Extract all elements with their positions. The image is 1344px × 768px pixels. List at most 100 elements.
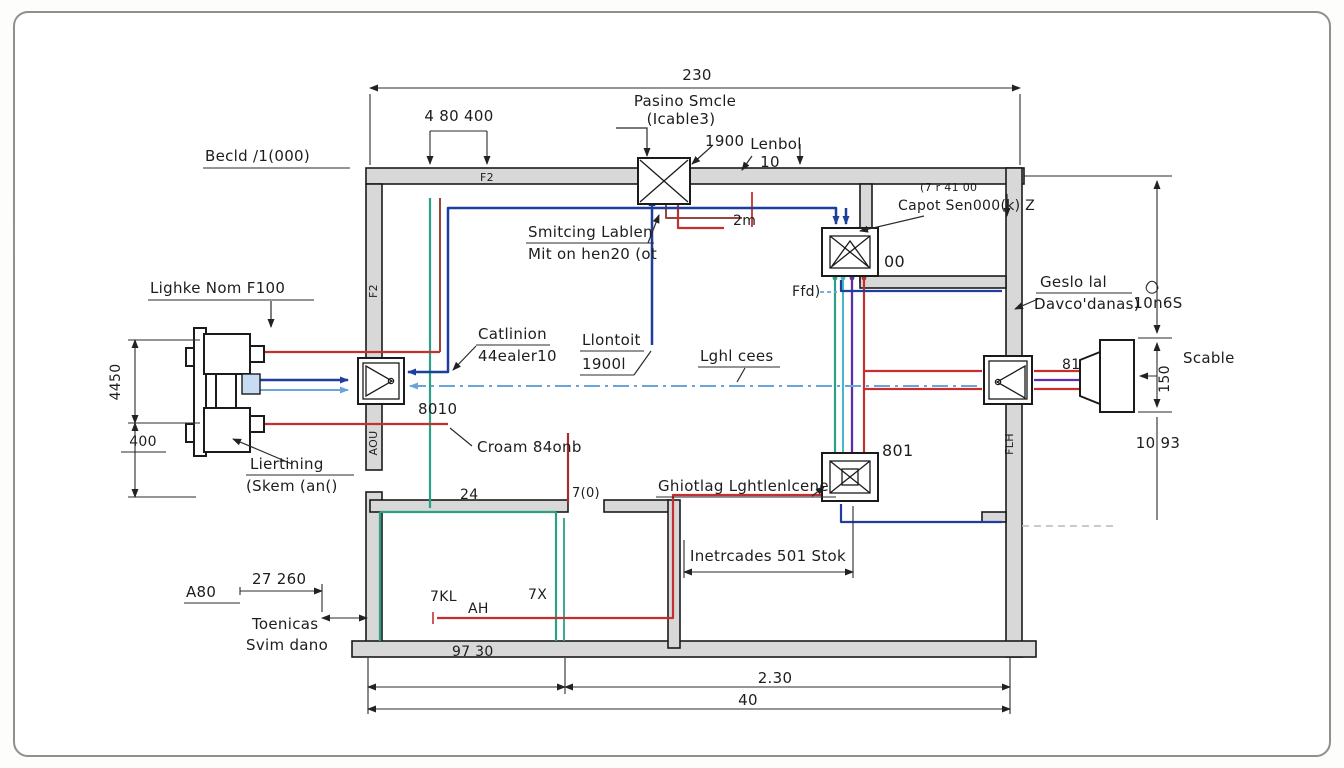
label-9730: 97 30	[452, 644, 494, 660]
wires-navy	[258, 197, 1002, 524]
leader-lenbol	[741, 155, 753, 171]
fixture-body	[1099, 339, 1135, 413]
label-8010: 8010	[418, 400, 457, 418]
junction-pattern	[829, 235, 871, 269]
page-border	[13, 11, 1331, 757]
fixture-funnel	[1079, 350, 1101, 406]
squiggle-mark	[1145, 280, 1159, 294]
label-2m: 2m	[733, 213, 756, 229]
fixture-nub-bottom	[249, 415, 265, 433]
label-801: 801	[882, 441, 913, 460]
label-f2-top: F2	[480, 171, 494, 184]
label-230b: 2.30	[758, 669, 793, 687]
leader-lghl	[736, 367, 746, 383]
detector-triangle	[365, 364, 394, 398]
label-flh-wall: FLH	[1003, 433, 1016, 455]
label-liertining-2: (Skem (an()	[246, 477, 338, 495]
label-24: 24	[460, 487, 478, 503]
label-scable: Scable	[1183, 349, 1235, 367]
socket-cross	[639, 159, 689, 203]
label-7kl: 7KL	[430, 589, 457, 605]
label-croam: Croam 84onb	[477, 438, 582, 456]
socket-symbol-top	[637, 157, 691, 205]
wire-red-ghiotlag-run	[437, 493, 824, 620]
leader-passing	[616, 127, 651, 157]
labels: 230 Pasino Smcle (Icable3) 4 80 400 Becl…	[108, 66, 1235, 709]
symbols	[185, 157, 1135, 502]
dimension-lines	[121, 84, 1172, 714]
label-passing-1: Pasino Smcle	[634, 92, 736, 110]
label-dim-400: 400	[129, 434, 157, 450]
wall-stub-right	[981, 511, 1007, 523]
label-becld: Becld /1(000)	[205, 147, 310, 165]
label-smitcing-1: Smitcing Lablen	[528, 223, 653, 241]
wire-navy-main-loop	[407, 206, 840, 376]
label-lghl: Lghl cees	[700, 347, 774, 365]
label-ah: AH	[468, 601, 489, 617]
leader-croam	[449, 427, 473, 447]
label-dim-480400: 4 80 400	[424, 107, 493, 125]
label-capot-1: (7 r 41 00	[920, 181, 977, 194]
detector-box	[983, 355, 1033, 405]
label-catlinion-1: Catlinion	[478, 325, 547, 343]
fixture-tab-bottom	[185, 423, 195, 443]
underline-llontoit	[580, 350, 644, 376]
label-inetr: Inetrcades 501 Stok	[690, 547, 846, 565]
wall-interior-horizontal	[859, 275, 1007, 289]
ext-right	[1024, 175, 1172, 413]
label-700: 7(0)	[572, 486, 600, 501]
label-passing-2: (Icable3)	[647, 110, 716, 128]
fixture-nub-top	[249, 345, 265, 363]
label-toenicas-1: Toenicas	[251, 615, 318, 633]
leader-1900	[691, 145, 713, 165]
label-catlinion-2: 44ealer10	[478, 347, 557, 365]
fixture-block-top	[203, 333, 251, 375]
label-aou-wall: AOU	[367, 431, 380, 456]
label-lighke: Lighke Nom F100	[150, 279, 285, 297]
label-top-dim: 230	[682, 66, 712, 84]
leader-lines	[232, 127, 1039, 497]
label-dim-4450: 4450	[108, 364, 124, 401]
label-ffd: Ffd)	[792, 284, 821, 300]
detector-symbol-right	[983, 355, 1033, 405]
leader-capot	[859, 215, 925, 233]
label-a80: A80	[186, 583, 216, 601]
label-llontoit-2: 1900l	[582, 355, 626, 373]
wall-low-right	[603, 499, 671, 513]
label-llontoit-1: Llontoit	[582, 331, 641, 349]
label-40: 40	[738, 691, 758, 709]
wall-bottom	[351, 640, 1037, 658]
detector-inner	[988, 360, 1028, 400]
detector-symbol-left	[357, 357, 405, 405]
label-150: 150	[1157, 365, 1173, 393]
label-lenbol-10: 10	[760, 153, 780, 171]
detector-triangle	[995, 364, 1026, 400]
wires-lightblue	[258, 291, 982, 394]
junction-box-801	[821, 452, 879, 502]
fixture-tab-top	[185, 347, 195, 367]
label-geslo-2: Davco'danas)	[1034, 295, 1140, 313]
label-7x: 7X	[528, 587, 547, 603]
label-27260: 27 260	[252, 570, 306, 588]
ext-top	[369, 94, 1021, 165]
fixture-nub-middle	[241, 373, 261, 395]
label-81: 81	[1062, 357, 1080, 373]
detector-inner	[362, 362, 400, 400]
label-00: 00	[884, 252, 905, 271]
junction-center	[841, 468, 859, 486]
wire-navy-right-upper	[839, 280, 1002, 293]
label-liertining-1: Liertining	[250, 455, 324, 473]
junction-cross	[829, 460, 871, 494]
leader-smitcing	[647, 214, 660, 244]
label-geslo-1: Geslo lal	[1040, 273, 1107, 291]
label-1093: 10 93	[1136, 434, 1180, 452]
label-smitcing-2: Mit on hen20 (ot	[528, 245, 657, 263]
label-1900: 1900	[705, 132, 744, 150]
ext-27260	[239, 584, 323, 612]
leader-catlinion	[452, 345, 477, 371]
fixture-right	[1079, 339, 1135, 413]
leader-liertining	[232, 438, 293, 465]
detector-dot	[387, 377, 395, 385]
